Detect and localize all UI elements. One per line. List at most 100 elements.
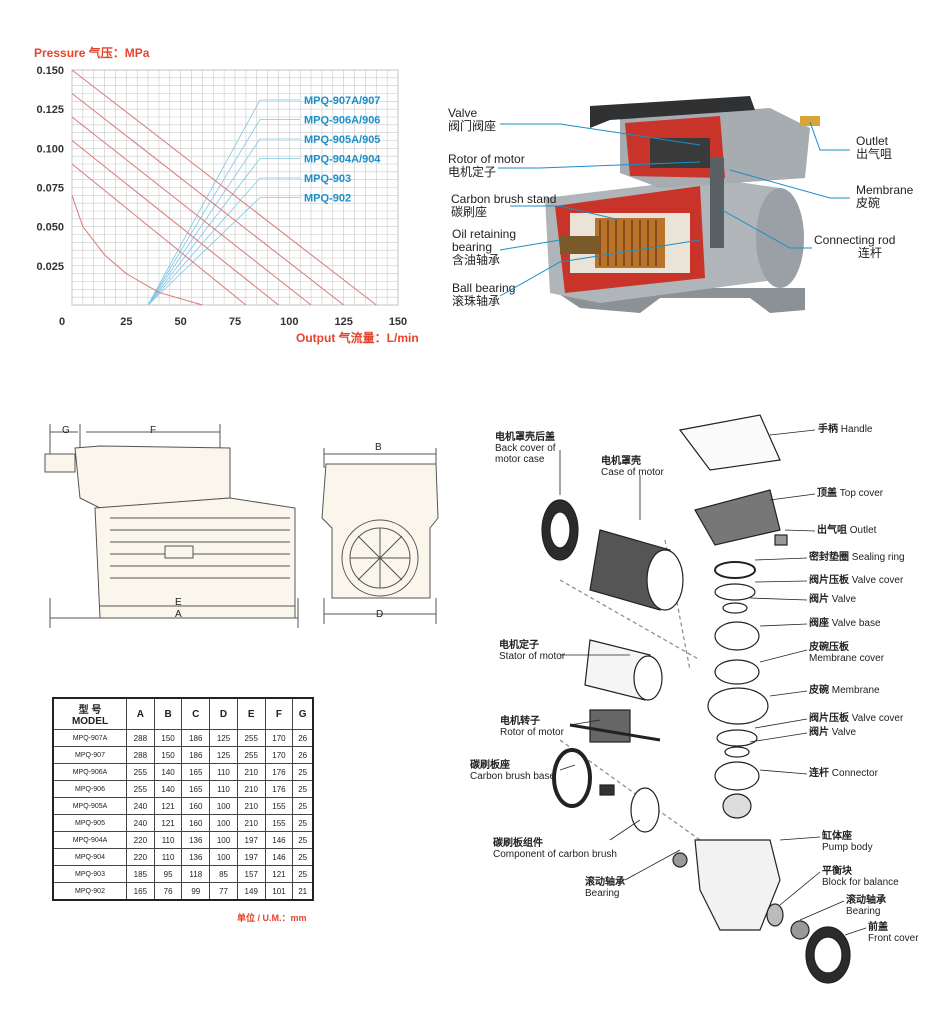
output-axis-title: Output 气流量：L/min — [296, 331, 419, 345]
value-cell: 25 — [292, 865, 314, 883]
value-cell: 95 — [153, 865, 183, 883]
x-tick-label: 150 — [389, 316, 407, 328]
part-membrane: 皮碗 Membrane — [809, 685, 880, 696]
dim-a: A — [175, 609, 182, 620]
legend-label: MPQ-906A/906 — [304, 115, 380, 127]
legend-guide-line — [147, 197, 300, 306]
col-f: F — [264, 697, 294, 730]
col-b: B — [153, 697, 183, 730]
part-sealing-ring: 密封垫圈 Sealing ring — [809, 552, 905, 563]
value-cell: 101 — [264, 882, 294, 901]
exploded-leader-lines — [559, 429, 867, 936]
legend-guide-line — [147, 99, 300, 306]
value-cell: 185 — [126, 865, 155, 883]
performance-chart: MPQ-907A/907MPQ-906A/906MPQ-905A/905MPQ-… — [36, 65, 407, 328]
dim-g: G — [62, 425, 70, 436]
part-connector: 连杆 Connector — [809, 768, 878, 779]
value-cell: 100 — [209, 831, 238, 849]
x-tick-label: 125 — [334, 316, 352, 328]
legend-guide-line — [147, 119, 300, 306]
dim-b: B — [375, 442, 382, 453]
part-valve-base: 阀座 Valve base — [809, 618, 881, 629]
value-cell: 125 — [209, 729, 238, 747]
part-valve-2: 阀片 Valve — [809, 727, 857, 738]
x-tick-label: 100 — [280, 316, 298, 328]
legend-guide-line — [147, 138, 300, 306]
dim-e: E — [175, 597, 182, 608]
x-tick-label: 75 — [229, 316, 241, 328]
legend-label: MPQ-904A/904 — [304, 154, 381, 166]
value-cell: 110 — [209, 780, 238, 798]
value-cell: 26 — [292, 746, 314, 764]
legend-label: MPQ-902 — [304, 193, 351, 205]
col-d: D — [209, 697, 238, 730]
value-cell: 99 — [181, 882, 211, 901]
y-tick-label: 0.075 — [36, 183, 64, 195]
value-cell: 165 — [126, 882, 155, 901]
value-cell: 149 — [236, 882, 266, 901]
value-cell: 25 — [292, 763, 314, 781]
value-cell: 85 — [209, 865, 238, 883]
col-c: C — [181, 697, 211, 730]
cutaway-leader-lines — [498, 121, 850, 297]
value-cell: 25 — [292, 848, 314, 866]
side-view-drawing — [44, 424, 299, 628]
y-tick-label: 0.100 — [36, 143, 64, 155]
y-tick-label: 0.025 — [36, 261, 64, 273]
value-cell: 21 — [292, 882, 314, 901]
part-outlet: 出气咀 Outlet — [817, 525, 877, 536]
value-cell: 165 — [181, 780, 211, 798]
y-tick-label: 0.050 — [36, 222, 64, 234]
legend-guide-line — [147, 177, 300, 306]
series-line — [71, 195, 203, 306]
y-tick-label: 0.150 — [36, 65, 64, 77]
value-cell: 255 — [126, 763, 155, 781]
series-line — [71, 93, 344, 306]
dim-f: F — [150, 425, 157, 436]
x-tick-label: 25 — [120, 316, 132, 328]
unit-note: 单位 / U.M.：mm — [237, 913, 307, 923]
model-cell: MPQ-903 — [52, 865, 127, 883]
model-cell: MPQ-902 — [52, 882, 127, 901]
value-cell: 76 — [153, 882, 183, 901]
y-tick-label: 0.125 — [36, 104, 64, 116]
value-cell: 136 — [181, 848, 211, 866]
series-line — [71, 140, 279, 306]
value-cell: 160 — [181, 797, 211, 815]
exploded-view-illustration — [541, 414, 851, 984]
part-valve-1: 阀片 Valve — [809, 594, 857, 605]
series-line — [71, 116, 312, 306]
x-tick-label: 0 — [59, 316, 65, 328]
part-top-cover: 顶盖 Top cover — [817, 488, 884, 499]
series-line — [71, 69, 377, 306]
part-valve-cover-1: 阀片压板 Valve cover — [809, 575, 904, 586]
pressure-axis-title: Pressure 气压：MPa — [34, 46, 150, 60]
legend-label: MPQ-905A/905 — [304, 134, 380, 146]
value-cell: 118 — [181, 865, 211, 883]
